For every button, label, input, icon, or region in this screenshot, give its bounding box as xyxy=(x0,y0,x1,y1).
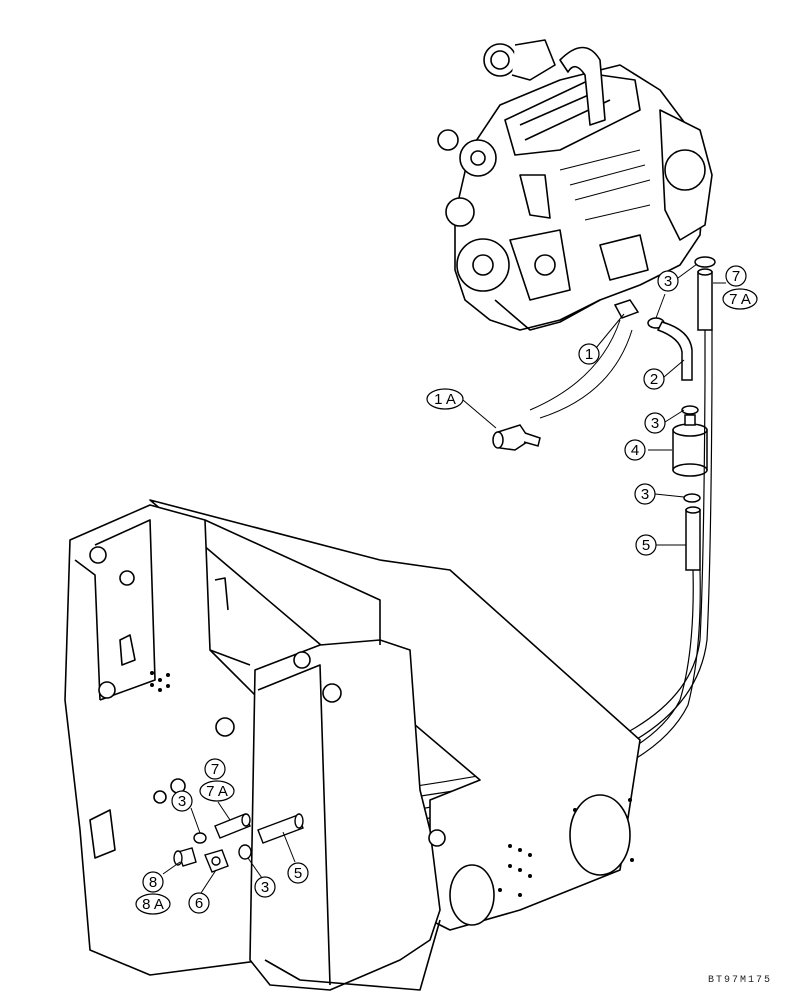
callout-6: 6 xyxy=(188,892,210,914)
callout-3-filter-top: 3 xyxy=(644,412,666,434)
bent-hose xyxy=(656,321,693,381)
svg-text:7: 7 xyxy=(732,268,740,285)
drawing-reference-code: BT97M175 xyxy=(707,975,772,986)
tube-5-lower xyxy=(257,814,304,844)
svg-text:6: 6 xyxy=(195,895,203,912)
svg-text:2: 2 xyxy=(650,371,658,388)
svg-text:3: 3 xyxy=(664,273,672,290)
tube-7-lower xyxy=(214,813,251,839)
svg-text:1 A: 1 A xyxy=(434,391,456,408)
svg-text:5: 5 xyxy=(294,865,302,882)
callout-7a-top: 7 A xyxy=(722,288,758,310)
callout-2: 2 xyxy=(643,368,665,390)
svg-text:3: 3 xyxy=(641,486,649,503)
callout-3-frame-right: 3 xyxy=(254,876,276,898)
svg-text:3: 3 xyxy=(178,793,186,810)
clamp-3-right xyxy=(238,844,252,860)
callout-3-top-right: 3 xyxy=(657,270,679,292)
svg-text:7 A: 7 A xyxy=(206,783,228,800)
callout-1: 1 xyxy=(578,343,600,365)
engine-assembly xyxy=(437,39,713,331)
svg-text:1: 1 xyxy=(585,346,593,363)
callout-8: 8 xyxy=(142,871,164,893)
hose-clamp xyxy=(694,256,716,268)
svg-text:7 A: 7 A xyxy=(729,291,751,308)
elbow-fitting xyxy=(613,299,640,319)
callout-4: 4 xyxy=(624,439,646,461)
hose-clamp xyxy=(683,493,701,503)
hose-tube xyxy=(697,271,713,331)
leader-lines xyxy=(162,263,726,894)
svg-text:4: 4 xyxy=(631,442,639,459)
callout-7-top: 7 xyxy=(725,265,747,287)
fuel-line-assembly xyxy=(492,256,716,571)
callout-7-frame: 7 xyxy=(204,758,226,780)
callout-1a: 1 A xyxy=(426,388,464,410)
callout-5-upper: 5 xyxy=(635,534,657,556)
callout-3-frame-left: 3 xyxy=(171,790,193,812)
svg-text:8: 8 xyxy=(149,874,157,891)
callout-3-filter-bottom: 3 xyxy=(634,483,656,505)
hose-clamp xyxy=(681,405,699,415)
callout-8a: 8 A xyxy=(135,893,171,915)
svg-text:3: 3 xyxy=(261,879,269,896)
svg-text:5: 5 xyxy=(642,537,650,554)
callout-5-lower: 5 xyxy=(287,862,309,884)
svg-text:7: 7 xyxy=(211,761,219,778)
callouts: 1 1 A 2 3 3 3 3 3 4 5 5 6 7 7 A 7 7 xyxy=(135,265,758,915)
svg-text:8 A: 8 A xyxy=(142,896,164,913)
frame-fittings xyxy=(173,813,304,873)
hose-tube xyxy=(685,509,701,571)
loader-frame xyxy=(64,499,641,991)
svg-text:3: 3 xyxy=(651,415,659,432)
clamp-3-left xyxy=(193,832,207,844)
callout-7a-frame: 7 A xyxy=(199,780,235,802)
